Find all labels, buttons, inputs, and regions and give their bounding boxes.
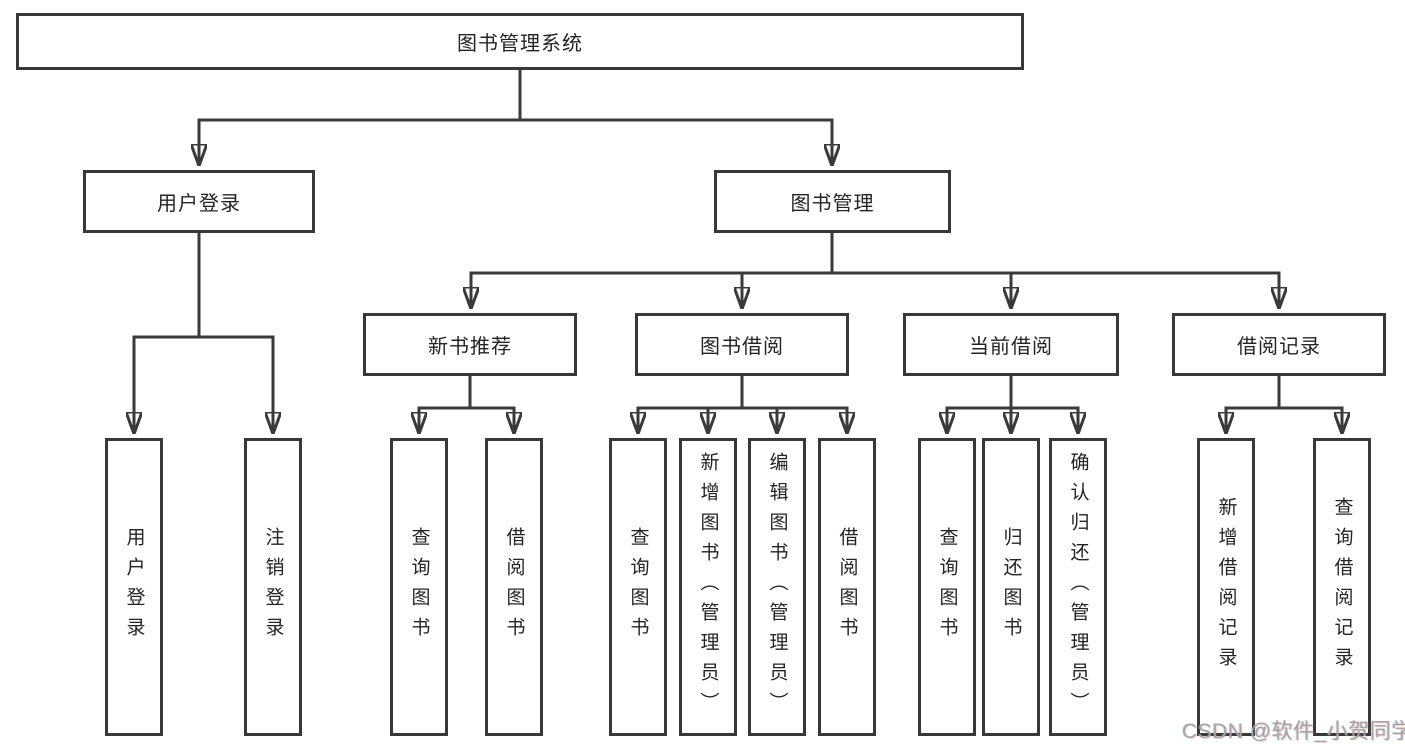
leaf-logout: 注销登录 bbox=[244, 438, 302, 736]
leaf-current-query: 查询图书 bbox=[918, 438, 976, 736]
node-book-mgmt: 图书管理 bbox=[714, 170, 951, 233]
leaf-current-return: 归还图书 bbox=[982, 438, 1040, 736]
leaf-user-login: 用户登录 bbox=[105, 438, 163, 736]
leaf-borrow-borrow: 借阅图书 bbox=[818, 438, 876, 736]
leaf-borrow-query: 查询图书 bbox=[609, 438, 667, 736]
node-user-login: 用户登录 bbox=[83, 170, 315, 233]
node-current-borrow: 当前借阅 bbox=[903, 313, 1119, 376]
leaf-borrow-edit-admin: 编辑图书（管理员） bbox=[748, 438, 806, 736]
node-root: 图书管理系统 bbox=[16, 13, 1024, 70]
leaf-newbook-query: 查询图书 bbox=[390, 438, 448, 736]
leaf-newbook-borrow: 借阅图书 bbox=[485, 438, 543, 736]
node-new-book-rec: 新书推荐 bbox=[363, 313, 577, 376]
node-borrow-records: 借阅记录 bbox=[1172, 313, 1386, 376]
csdn-watermark: CSDN @软件_小贺同学 bbox=[1182, 720, 1405, 743]
leaf-record-query: 查询借阅记录 bbox=[1313, 438, 1371, 736]
leaf-current-confirm-admin: 确认归还（管理员） bbox=[1049, 438, 1107, 736]
leaf-borrow-add-admin: 新增图书（管理员） bbox=[679, 438, 737, 736]
node-book-borrow: 图书借阅 bbox=[635, 313, 849, 376]
leaf-record-add: 新增借阅记录 bbox=[1197, 438, 1255, 736]
